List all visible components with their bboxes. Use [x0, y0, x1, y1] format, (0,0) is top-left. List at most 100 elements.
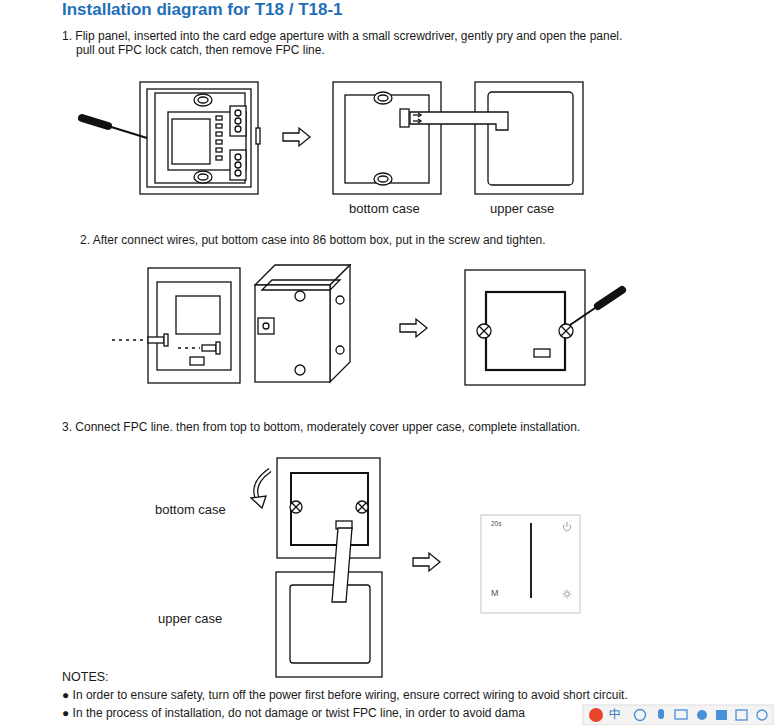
mounted-bottom-case [465, 270, 585, 385]
finished-panel [563, 590, 572, 599]
panel-back [230, 150, 246, 180]
bottom-case-plate [190, 357, 204, 365]
curved-arrow [251, 496, 266, 508]
bottom-box [263, 323, 269, 329]
bottom-case [374, 173, 392, 185]
part-label: bottom case [155, 502, 226, 518]
lock-catch-arrows [413, 113, 421, 123]
upper-case [276, 572, 382, 677]
panel-back [198, 97, 208, 103]
screws [112, 339, 146, 340]
screws [148, 337, 164, 343]
upper-case [276, 572, 382, 677]
screws [112, 334, 220, 354]
finished-panel [481, 515, 580, 613]
mounted-bottom-case [479, 326, 489, 336]
ime-toolbar [658, 709, 664, 719]
screwdriver [82, 118, 108, 126]
bottom-box [330, 265, 350, 382]
bottom-case-plate [157, 282, 231, 370]
mounted-bottom-case [479, 326, 489, 336]
mounted-bottom-case [477, 324, 491, 338]
panel-back [155, 93, 245, 183]
bottom-case [292, 503, 300, 511]
ime-toolbar [697, 710, 707, 720]
bottom-case-plate [176, 296, 220, 334]
panel-back [194, 171, 212, 183]
part-label: bottom case [349, 201, 420, 217]
panel-back [216, 148, 222, 152]
panel-back [230, 106, 246, 136]
part-label: upper case [490, 201, 554, 217]
lock-catch-arrows [418, 119, 421, 123]
mounted-bottom-case [465, 270, 585, 385]
curved-arrow [251, 470, 270, 508]
illustration [82, 82, 622, 677]
mounted-bottom-case [561, 326, 571, 336]
bottom-box [336, 346, 344, 354]
upper-case [488, 92, 573, 185]
panel-back [216, 140, 222, 144]
bottom-case [291, 473, 368, 545]
upper-case [475, 82, 583, 194]
note: ● In order to ensure safety, turn off th… [62, 688, 628, 703]
ime-toolbar [716, 710, 727, 720]
bottom-case [333, 82, 441, 194]
bottom-case [356, 501, 368, 513]
panel-back [140, 82, 258, 194]
panel-back [235, 170, 241, 176]
screwdriver [598, 290, 622, 306]
bottom-case [400, 109, 409, 127]
bottom-case [378, 95, 388, 101]
ime-toolbar [583, 705, 774, 725]
fpc-cable [332, 528, 352, 602]
screws [202, 345, 216, 351]
notes-heading: NOTES: [62, 670, 109, 686]
bottom-case [358, 503, 366, 511]
bottom-box [258, 318, 274, 334]
screwdriver [108, 126, 147, 138]
bottom-box [255, 265, 350, 382]
panel-back [235, 126, 241, 132]
panel-back [216, 116, 222, 120]
bottom-case [333, 82, 441, 194]
mounted-bottom-case [486, 292, 565, 370]
panel-back [256, 128, 260, 144]
upper-case [475, 82, 583, 194]
finished-panel [481, 515, 580, 613]
step-text: 1. Flip panel, inserted into the card ed… [62, 29, 634, 57]
bottom-case [374, 92, 392, 104]
bottom-case [277, 458, 380, 558]
screwdriver [82, 118, 147, 138]
hollow-arrow [400, 319, 427, 337]
bottom-box [295, 365, 305, 375]
upper-case [290, 585, 370, 663]
title: Installation diagram for T18 / T18-1 [62, 0, 343, 20]
curved-arrow [256, 470, 270, 500]
ime-toolbar [757, 710, 767, 720]
fpc-cable [410, 112, 508, 130]
step-text: 2. After connect wires, put bottom case … [80, 233, 546, 248]
panel-back [194, 94, 212, 106]
hollow-arrow [283, 128, 310, 146]
panel-back [198, 174, 208, 180]
finished-panel [567, 522, 568, 527]
ime-toolbar [736, 710, 747, 720]
bottom-box [295, 291, 305, 301]
bottom-case [345, 95, 429, 183]
hollow-arrow [413, 553, 440, 571]
screws [178, 347, 200, 348]
panel-back [235, 110, 241, 116]
mounted-bottom-case [534, 349, 550, 357]
panel-marking: 20s [491, 520, 501, 528]
panel-back [172, 119, 210, 164]
panel-back [235, 162, 241, 168]
screws [164, 334, 168, 346]
lock-catch-arrows [418, 113, 421, 117]
ime-toolbar [589, 708, 603, 722]
bottom-case-plate [148, 268, 240, 383]
bottom-case [358, 503, 366, 511]
panel-back [235, 154, 241, 160]
panel-back [147, 89, 251, 187]
